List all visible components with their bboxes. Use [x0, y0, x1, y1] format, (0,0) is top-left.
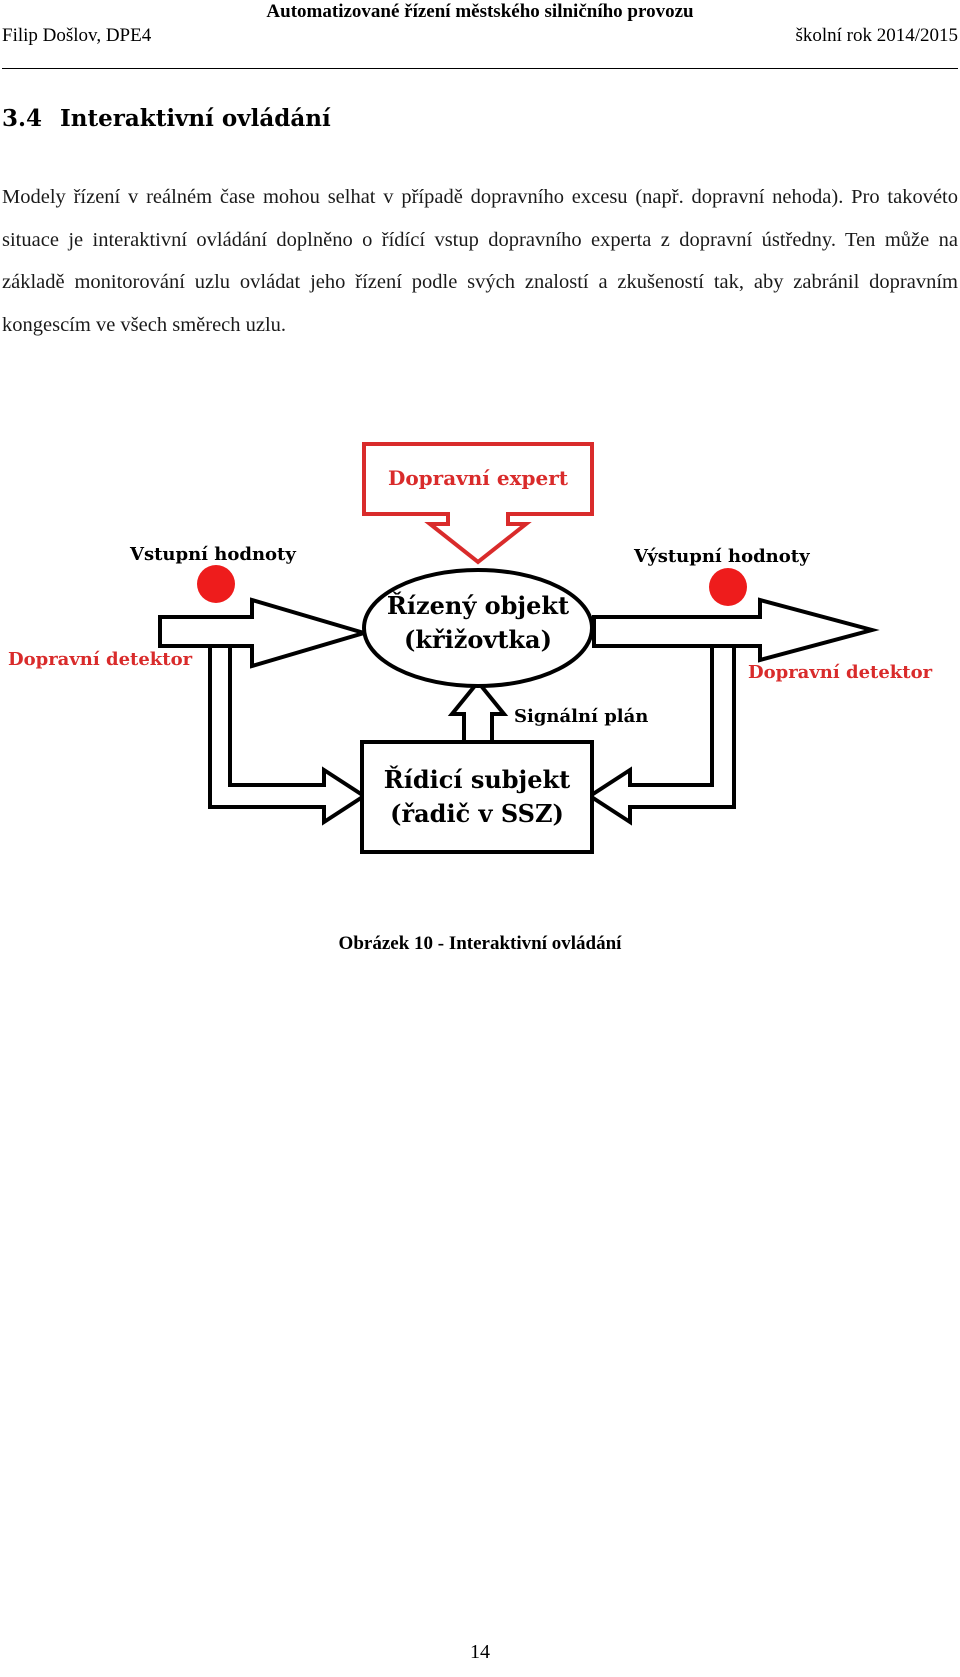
- detector-right-dot: [709, 568, 747, 606]
- section-number: 3.4: [2, 105, 43, 132]
- section-title: Interaktivní ovládání: [60, 105, 331, 132]
- controller-line2: (řadič v SSZ): [390, 799, 564, 828]
- controller-box: [360, 740, 594, 854]
- running-header-school-year: školní rok 2014/2015: [795, 25, 958, 46]
- signal-plan-label: Signální plán: [514, 706, 648, 727]
- running-header-title: Automatizované řízení městského silniční…: [266, 1, 694, 22]
- input-values-label: Vstupní hodnoty: [129, 544, 296, 565]
- detector-right-label: Dopravní detektor: [748, 662, 933, 683]
- detector-left-label: Dopravní detektor: [8, 649, 193, 670]
- header-rule: [2, 68, 958, 69]
- expert-box-arrow: [362, 442, 594, 565]
- page-number: 14: [470, 1641, 490, 1663]
- input-arrow: [158, 597, 372, 669]
- section-heading: 3.4 Interaktivní ovládání: [2, 104, 331, 134]
- interactive-control-diagram: Dopravní expert Řízený objekt (křižovtka…: [8, 442, 933, 854]
- detector-left-dot: [197, 565, 235, 603]
- output-values-label: Výstupní hodnoty: [633, 546, 810, 567]
- body-paragraph: Modely řízení v reálném čase mohou selha…: [2, 186, 958, 336]
- controlled-object-line1: Řízený objekt: [387, 591, 569, 620]
- running-header-author: Filip Došlov, DPE4: [2, 25, 152, 46]
- signal-plan-arrow: [447, 678, 509, 744]
- controller-line1: Řídicí subjekt: [384, 765, 570, 794]
- controlled-object-line2: (křižovtka): [404, 625, 552, 654]
- figure-caption: Obrázek 10 - Interaktivní ovládání: [338, 933, 622, 954]
- controlled-object-ellipse: [362, 568, 594, 688]
- output-arrow: [592, 597, 880, 663]
- expert-label: Dopravní expert: [388, 466, 569, 490]
